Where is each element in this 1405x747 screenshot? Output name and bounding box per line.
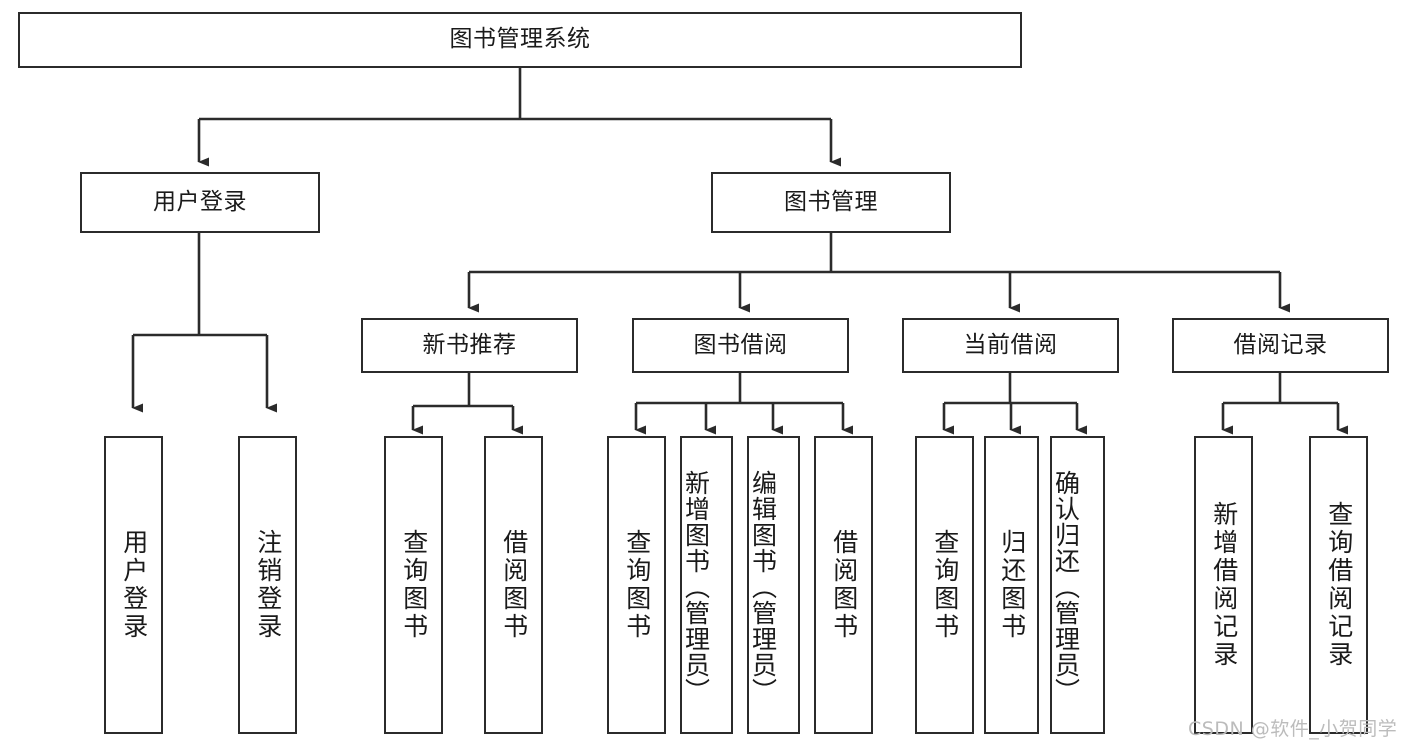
leaf-add-book-admin[interactable]: 新增图书（管理员）	[680, 436, 733, 734]
node-label: 归还图书	[997, 529, 1027, 641]
leaf-edit-book-admin[interactable]: 编辑图书（管理员）	[747, 436, 800, 734]
node-label: 确认归还（管理员）	[1051, 470, 1081, 704]
leaf-query-books-current[interactable]: 查询图书	[915, 436, 974, 734]
leaf-query-books-borrow[interactable]: 查询图书	[607, 436, 666, 734]
node-new-book-recommend[interactable]: 新书推荐	[361, 318, 578, 373]
node-label: 查询借阅记录	[1324, 501, 1354, 669]
node-label: 新书推荐	[422, 331, 517, 358]
node-label: 查询图书	[622, 529, 652, 641]
leaf-borrow-books-recommend[interactable]: 借阅图书	[484, 436, 543, 734]
leaf-return-books[interactable]: 归还图书	[984, 436, 1039, 734]
node-label: 借阅图书	[829, 529, 859, 641]
leaf-confirm-return-admin[interactable]: 确认归还（管理员）	[1050, 436, 1105, 734]
node-user-login[interactable]: 用户登录	[80, 172, 320, 233]
node-label: 注销登录	[253, 529, 283, 641]
node-label: 借阅图书	[499, 529, 529, 641]
node-root-system[interactable]: 图书管理系统	[18, 12, 1022, 68]
node-label: 用户登录	[119, 529, 149, 641]
node-label: 借阅记录	[1233, 331, 1328, 358]
leaf-add-borrow-record[interactable]: 新增借阅记录	[1194, 436, 1253, 734]
node-current-borrow[interactable]: 当前借阅	[902, 318, 1119, 373]
node-label: 图书管理系统	[449, 26, 591, 53]
leaf-query-borrow-record[interactable]: 查询借阅记录	[1309, 436, 1368, 734]
node-label: 新增借阅记录	[1209, 501, 1239, 669]
node-label: 图书借阅	[693, 331, 788, 358]
leaf-logout[interactable]: 注销登录	[238, 436, 297, 734]
node-label: 编辑图书（管理员）	[748, 470, 778, 704]
csdn-watermark: CSDN @软件_小贺同学	[1188, 718, 1398, 740]
node-book-management[interactable]: 图书管理	[711, 172, 951, 233]
leaf-user-login[interactable]: 用户登录	[104, 436, 163, 734]
node-label: 图书管理	[784, 188, 878, 215]
node-label: 用户登录	[153, 188, 247, 215]
node-borrow-records[interactable]: 借阅记录	[1172, 318, 1389, 373]
node-label: 查询图书	[399, 529, 429, 641]
node-label: 查询图书	[930, 529, 960, 641]
node-label: 新增图书（管理员）	[681, 470, 711, 704]
leaf-borrow-books[interactable]: 借阅图书	[814, 436, 873, 734]
node-book-borrow[interactable]: 图书借阅	[632, 318, 849, 373]
leaf-query-books-recommend[interactable]: 查询图书	[384, 436, 443, 734]
node-label: 当前借阅	[963, 331, 1058, 358]
